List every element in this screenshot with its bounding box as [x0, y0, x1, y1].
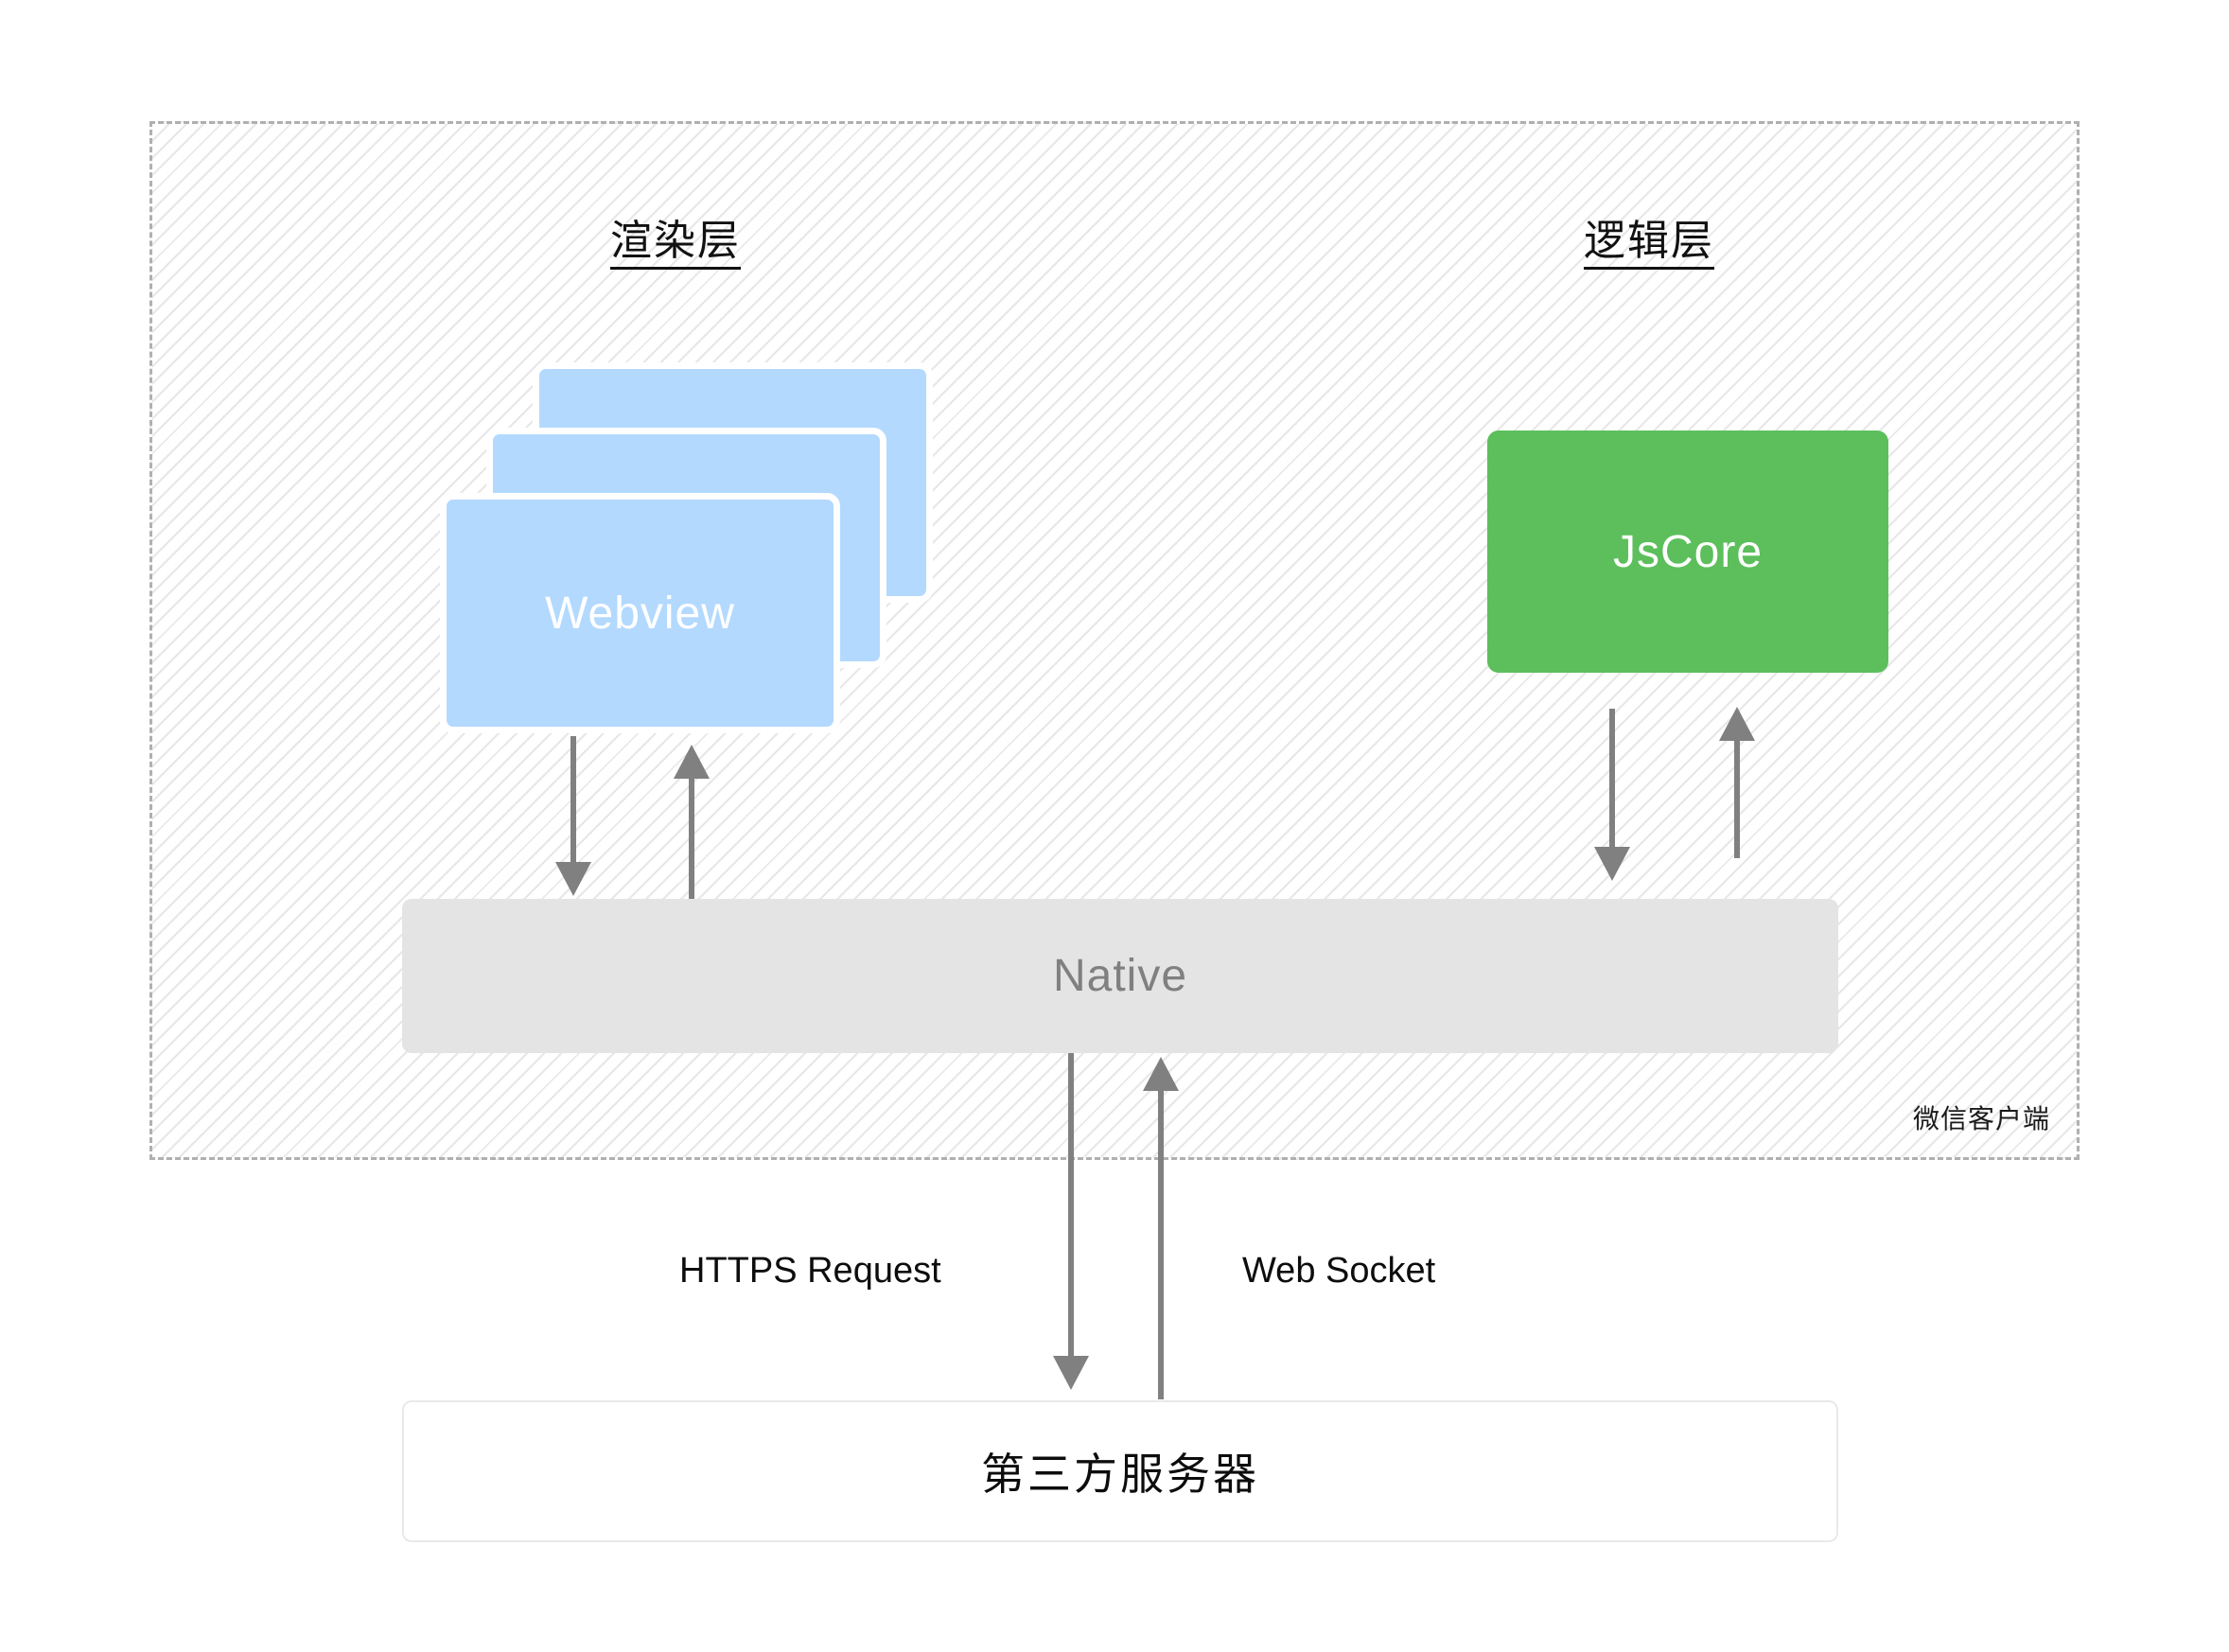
- column-title-logic-layer: 逻辑层: [1584, 219, 1714, 271]
- arrow-web-socket: [1143, 1057, 1179, 1399]
- connection-label-web-socket: Web Socket: [1242, 1251, 1436, 1291]
- wechat-client-label: 微信客户端: [1912, 1104, 2050, 1134]
- arrow-webview-to-native: [555, 736, 591, 896]
- webview-native-arrow-group: [555, 736, 710, 904]
- webview-label: Webview: [545, 588, 735, 639]
- connection-label-https-request: HTTPS Request: [679, 1251, 941, 1291]
- jscore-label: JsCore: [1612, 526, 1764, 577]
- jscore-native-arrow-group: [1594, 707, 1755, 881]
- arrow-jscore-to-native: [1594, 709, 1630, 881]
- native-server-arrow-group: [1053, 1053, 1179, 1399]
- arrow-native-to-webview: [674, 745, 710, 904]
- jscore-node[interactable]: JsCore: [1487, 431, 1888, 673]
- native-label: Native: [1052, 951, 1188, 1001]
- third-party-server-label: 第三方服务器: [981, 1450, 1259, 1499]
- arrow-https-request: [1053, 1053, 1089, 1390]
- third-party-server-node[interactable]: 第三方服务器: [402, 1400, 1838, 1542]
- column-title-render-layer: 渲染层: [610, 219, 741, 271]
- native-node[interactable]: Native: [402, 899, 1838, 1053]
- arrow-native-to-jscore: [1719, 707, 1755, 858]
- webview-card-front[interactable]: Webview: [440, 493, 840, 733]
